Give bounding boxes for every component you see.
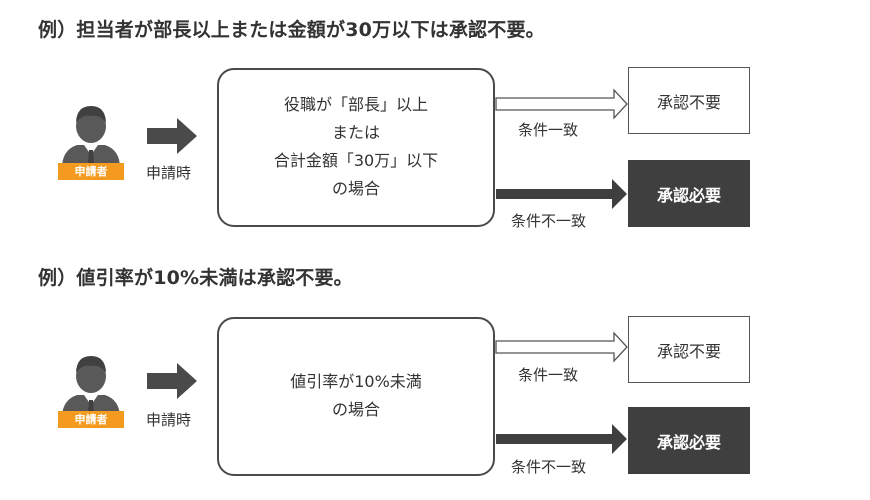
applicant-badge: 申請者: [58, 411, 124, 428]
condition-text: 値引率が10%未満 の場合: [218, 368, 494, 424]
hollow-arrow-icon: [495, 331, 628, 363]
condition-line: 合計金額「30万」以下: [273, 151, 439, 170]
result-approval-required-box: 承認必要: [628, 407, 750, 474]
condition-box: [217, 68, 495, 227]
match-label: 条件一致: [518, 366, 579, 384]
condition-line: または: [331, 123, 380, 142]
example-2-title: 例）値引率が10%未満は承認不要。: [38, 267, 353, 289]
result-approval-required-box: 承認必要: [628, 160, 750, 227]
right-arrow-icon: [147, 118, 197, 154]
person-icon: [62, 356, 120, 418]
condition-line: 役職が「部長」以上: [283, 95, 428, 114]
solid-arrow-icon: [496, 179, 627, 209]
hollow-arrow-icon: [495, 88, 628, 120]
condition-line: の場合: [331, 179, 380, 198]
apply-label: 申請時: [146, 411, 192, 429]
example-1-title: 例）担当者が部長以上または金額が30万以下は承認不要。: [38, 19, 545, 41]
result-no-approval-box: 承認不要: [628, 67, 750, 134]
mismatch-label: 条件不一致: [511, 212, 587, 230]
result-no-approval-box: 承認不要: [628, 316, 750, 383]
solid-arrow-icon: [496, 424, 627, 454]
mismatch-label: 条件不一致: [511, 458, 587, 476]
apply-label: 申請時: [146, 164, 192, 182]
person-icon: [62, 106, 120, 168]
condition-line: の場合: [331, 400, 380, 419]
condition-line: 値引率が10%未満: [290, 372, 422, 391]
condition-text: 役職が「部長」以上 または 合計金額「30万」以下 の場合: [218, 91, 494, 203]
right-arrow-icon: [147, 363, 197, 399]
applicant-badge: 申請者: [58, 163, 124, 180]
condition-box: [217, 317, 495, 476]
match-label: 条件一致: [518, 121, 579, 139]
